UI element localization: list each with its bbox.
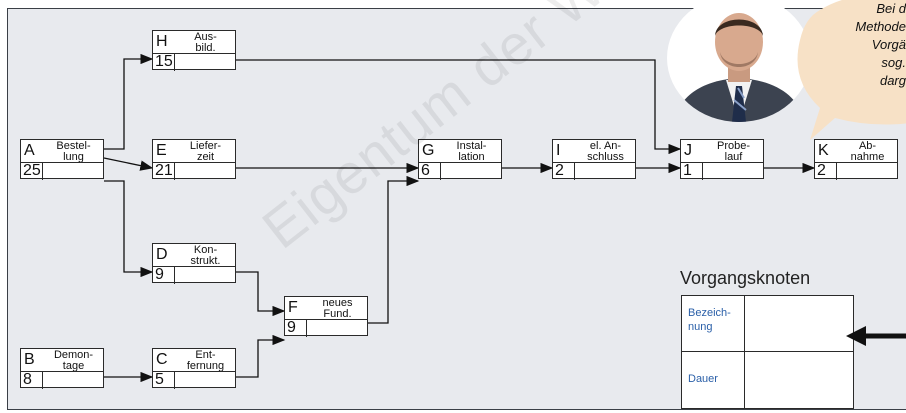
node-duration: 2 bbox=[553, 162, 575, 180]
node-duration: 8 bbox=[21, 371, 43, 389]
legend-node: Bezeich- nung Dauer bbox=[681, 295, 854, 409]
node-name: neues Fund. bbox=[308, 297, 367, 320]
legend-label-duration: Dauer bbox=[688, 372, 742, 386]
node-duration: 1 bbox=[681, 162, 703, 180]
node-name: Demon- tage bbox=[44, 349, 103, 372]
node-duration: 5 bbox=[153, 371, 175, 389]
node-code: E bbox=[153, 140, 178, 162]
node-name: el. An- schluss bbox=[576, 140, 635, 163]
edge-c-f bbox=[236, 340, 284, 377]
bubble-line: darg bbox=[812, 72, 906, 90]
node-duration: 6 bbox=[419, 162, 441, 180]
node-duration: 15 bbox=[153, 53, 175, 71]
node-duration: 21 bbox=[153, 162, 175, 180]
bubble-line: Bei d bbox=[812, 0, 906, 18]
edge-d-f bbox=[236, 272, 284, 311]
node-duration: 9 bbox=[285, 319, 307, 337]
node-code: D bbox=[153, 244, 178, 266]
node-name: Ent- fernung bbox=[176, 349, 235, 372]
node-code: K bbox=[815, 140, 840, 162]
node-name: Liefer- zeit bbox=[176, 140, 235, 163]
bubble-line: Methode bbox=[812, 18, 906, 36]
node-duration: 9 bbox=[153, 266, 175, 284]
node-name: Probe- lauf bbox=[704, 140, 763, 163]
node-code: C bbox=[153, 349, 178, 371]
edge-a-e bbox=[104, 158, 152, 168]
bubble-line: sog. bbox=[812, 54, 906, 72]
edge-a-d bbox=[104, 181, 152, 272]
node-name: Bestel- lung bbox=[44, 140, 103, 163]
node-duration: 2 bbox=[815, 162, 837, 180]
bubble-line: Vorgä bbox=[812, 36, 906, 54]
edge-a-h bbox=[104, 59, 152, 149]
node-duration: 25 bbox=[21, 162, 43, 180]
node-name: Kon- strukt. bbox=[176, 244, 235, 267]
node-code: I bbox=[553, 140, 578, 162]
legend-title: Vorgangsknoten bbox=[680, 268, 810, 289]
node-code: B bbox=[21, 349, 46, 371]
node-code: F bbox=[285, 297, 310, 319]
node-name: Ab- nahme bbox=[838, 140, 897, 163]
node-name: Aus- bild. bbox=[176, 31, 235, 54]
node-code: J bbox=[681, 140, 706, 162]
node-name: Instal- lation bbox=[442, 140, 501, 163]
node-code: H bbox=[153, 31, 178, 53]
node-code: A bbox=[21, 140, 46, 162]
edge-f-g bbox=[368, 181, 418, 323]
legend-label-name: Bezeich- nung bbox=[688, 306, 742, 334]
